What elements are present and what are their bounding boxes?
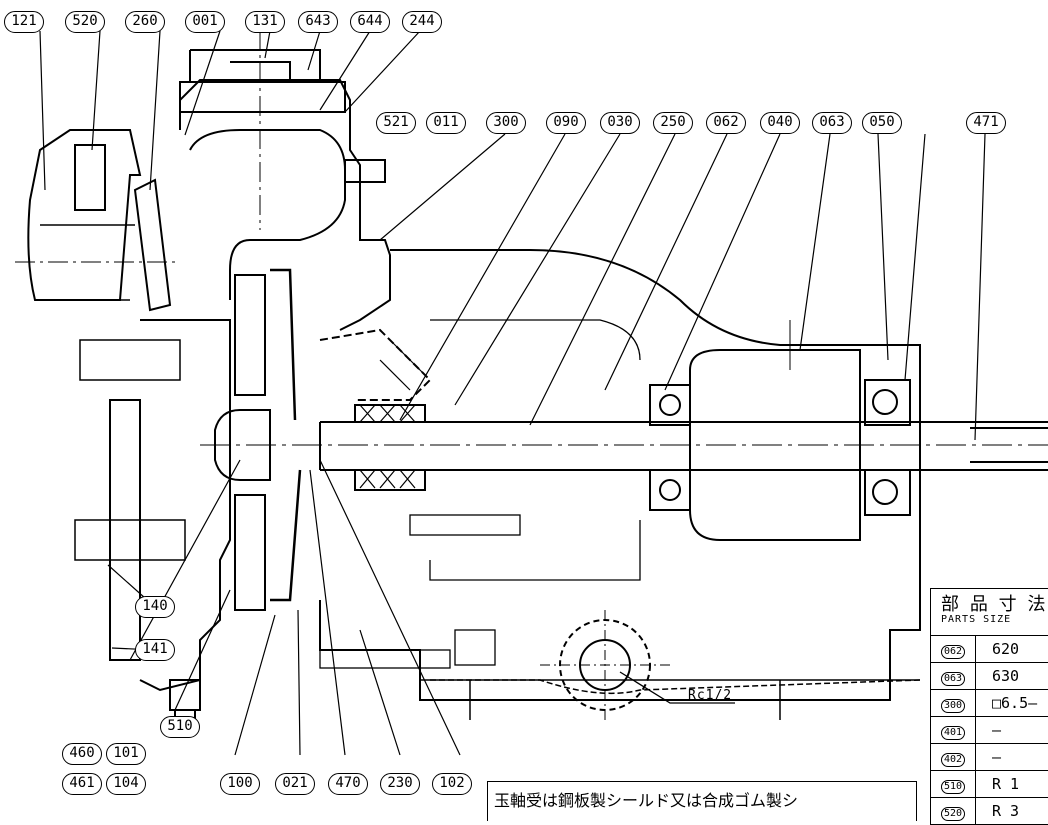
parts-size-table: 部 品 寸 法 PARTS SIZE 062 620 063 630 300 □6.5… bbox=[930, 588, 1048, 825]
callout-131: 131 bbox=[245, 11, 285, 33]
impeller bbox=[270, 270, 300, 600]
table-row: 063 630 bbox=[931, 663, 1048, 690]
callout-644: 644 bbox=[350, 11, 390, 33]
callout-300: 300 bbox=[486, 112, 526, 134]
callout-520: 520 bbox=[65, 11, 105, 33]
table-row: 510 R 1 bbox=[931, 771, 1048, 798]
callout-100: 100 bbox=[220, 773, 260, 795]
flap-valve bbox=[135, 180, 170, 310]
part-code: 063 bbox=[941, 672, 965, 686]
callout-050: 050 bbox=[862, 112, 902, 134]
part-size: □6.5― bbox=[976, 690, 1048, 717]
part-code: 520 bbox=[941, 807, 965, 821]
bearing-062-lower bbox=[650, 470, 690, 510]
part-size: 630 bbox=[976, 663, 1048, 690]
parts-size-title: 部 品 寸 法 bbox=[941, 594, 1046, 615]
callout-040: 040 bbox=[760, 112, 800, 134]
callout-510: 510 bbox=[160, 716, 200, 738]
callout-460: 460 bbox=[62, 743, 102, 765]
callout-063: 063 bbox=[812, 112, 852, 134]
callout-121: 121 bbox=[4, 11, 44, 33]
cover-top bbox=[190, 50, 320, 82]
callout-062: 062 bbox=[706, 112, 746, 134]
volute-inner bbox=[190, 130, 345, 300]
callout-521: 521 bbox=[376, 112, 416, 134]
table-row: 300 □6.5― bbox=[931, 690, 1048, 717]
callout-001: 001 bbox=[185, 11, 225, 33]
part-size: 620 bbox=[976, 636, 1048, 663]
callout-471: 471 bbox=[966, 112, 1006, 134]
parts-size-header: 部 品 寸 法 PARTS SIZE bbox=[931, 589, 1048, 636]
table-row: 401 ― bbox=[931, 717, 1048, 744]
callout-141: 141 bbox=[135, 639, 175, 661]
table-row: 520 R 3 bbox=[931, 798, 1048, 825]
parts-size-subtitle: PARTS SIZE bbox=[941, 615, 1048, 625]
callout-250: 250 bbox=[653, 112, 693, 134]
casing-lower bbox=[140, 320, 230, 690]
part-code: 402 bbox=[941, 753, 965, 767]
callout-104: 104 bbox=[106, 773, 146, 795]
bolt-521 bbox=[345, 160, 385, 182]
callout-030: 030 bbox=[600, 112, 640, 134]
leader-lines bbox=[40, 31, 985, 755]
bearing-note: 玉軸受は鋼板製シールド又は合成ゴム製シ bbox=[487, 781, 917, 821]
callout-102: 102 bbox=[432, 773, 472, 795]
suction-flange bbox=[28, 130, 140, 300]
table-row: 402 ― bbox=[931, 744, 1048, 771]
plug-520 bbox=[75, 145, 105, 210]
callout-461: 461 bbox=[62, 773, 102, 795]
bearing-bracket bbox=[320, 250, 920, 700]
casing-body bbox=[180, 80, 390, 330]
part-code: 062 bbox=[941, 645, 965, 659]
drain-port-label: Rc1/2 bbox=[688, 688, 732, 703]
callout-101: 101 bbox=[106, 743, 146, 765]
bearing-063-lower bbox=[865, 470, 910, 515]
bearing-062 bbox=[650, 385, 690, 425]
part-code: 401 bbox=[941, 726, 965, 740]
callout-011: 011 bbox=[426, 112, 466, 134]
callout-260: 260 bbox=[125, 11, 165, 33]
callout-021: 021 bbox=[275, 773, 315, 795]
callout-470: 470 bbox=[328, 773, 368, 795]
back-plate bbox=[110, 400, 140, 660]
cover-block bbox=[180, 82, 345, 112]
table-row: 062 620 bbox=[931, 636, 1048, 663]
part-size: R 1 bbox=[976, 771, 1048, 798]
part-code: 300 bbox=[941, 699, 965, 713]
bearing-063 bbox=[865, 380, 910, 425]
part-size: ― bbox=[976, 717, 1048, 744]
callout-244: 244 bbox=[402, 11, 442, 33]
callout-140: 140 bbox=[135, 596, 175, 618]
callout-230: 230 bbox=[380, 773, 420, 795]
shaft bbox=[320, 422, 1048, 470]
callout-090: 090 bbox=[546, 112, 586, 134]
part-code: 510 bbox=[941, 780, 965, 794]
part-size: ― bbox=[976, 744, 1048, 771]
part-size: R 3 bbox=[976, 798, 1048, 825]
callout-643: 643 bbox=[298, 11, 338, 33]
